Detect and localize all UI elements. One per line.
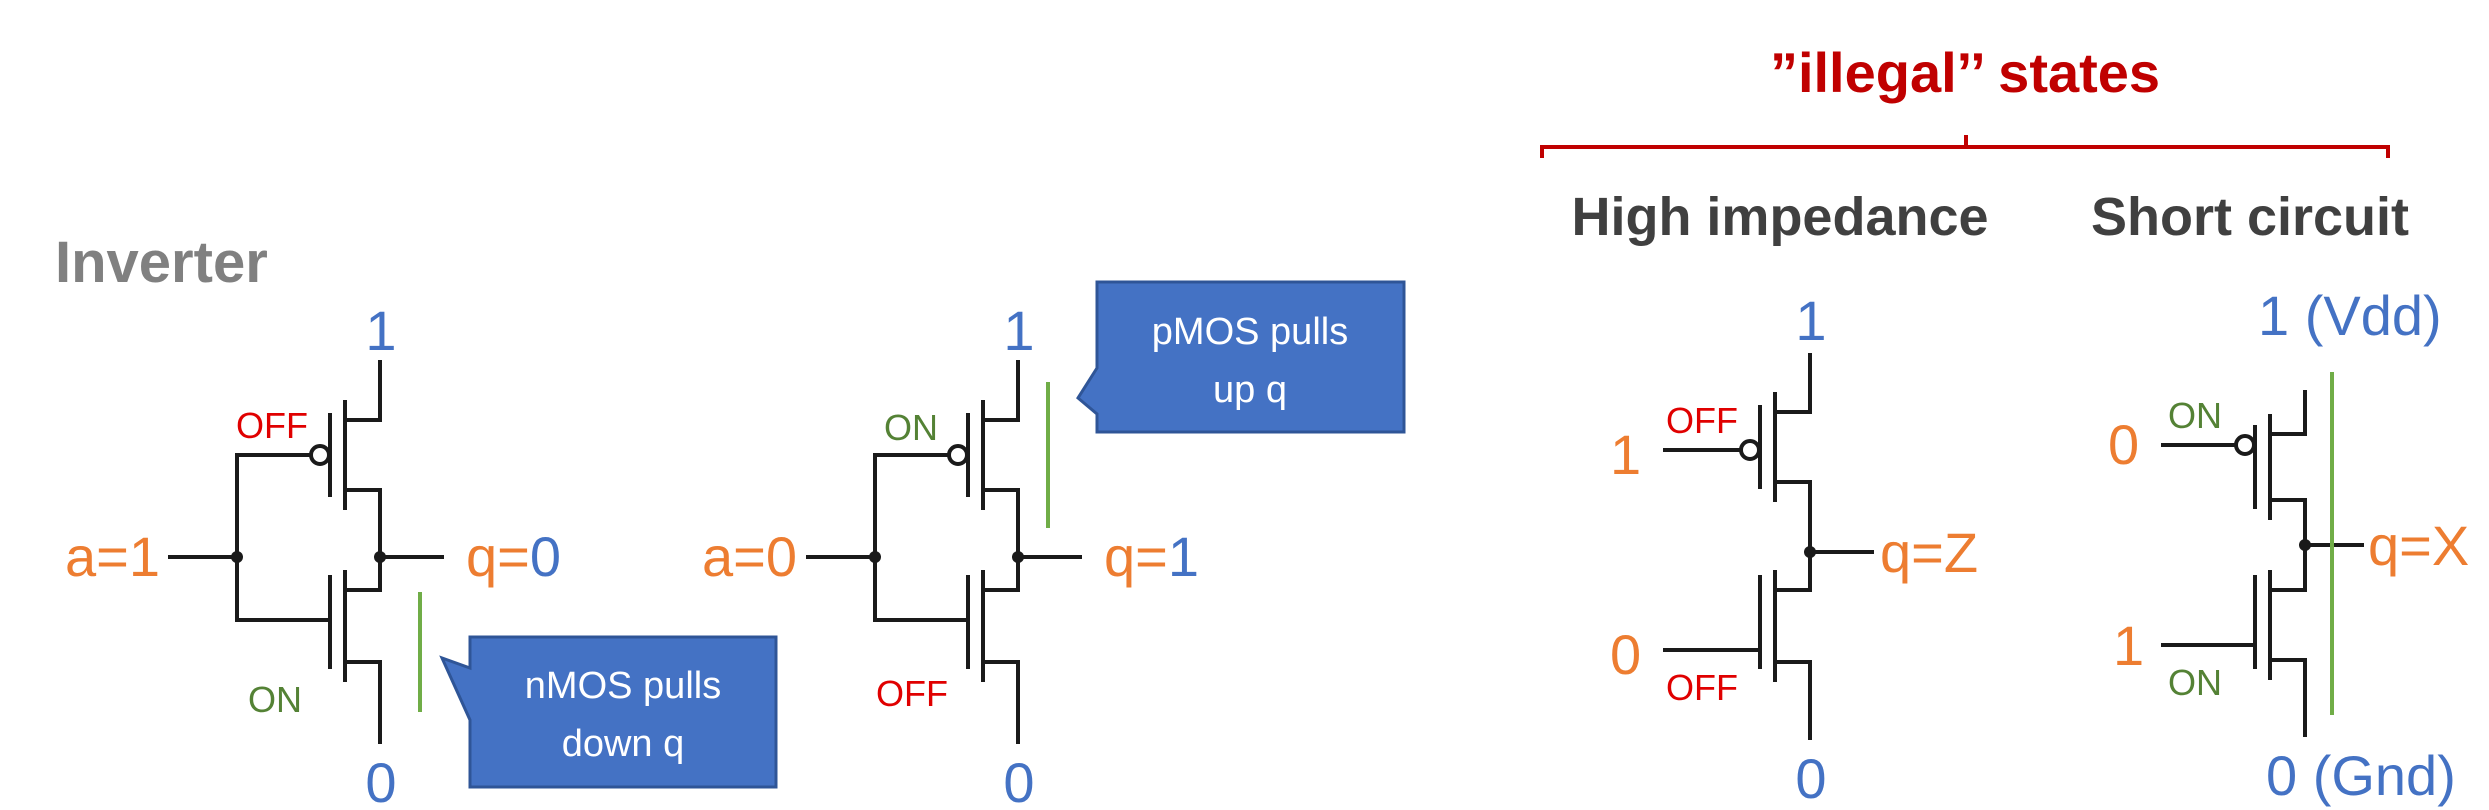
short-circuit-circuit: Short circuit 1 (Vdd) 0 (Gnd) 0 1 ON ON …: [2091, 187, 2469, 807]
circuit-wires: [806, 360, 1082, 744]
callout-box: [1076, 280, 1406, 434]
high-impedance-circuit: High impedance 1 0 1 0 OFF OFF q=Z: [1571, 187, 1988, 810]
vdd-label: 1: [1003, 299, 1034, 362]
nmos-callout: nMOS pulls down q: [439, 635, 778, 789]
pmos-callout: pMOS pulls up q: [1076, 280, 1406, 434]
input-junction: [869, 551, 881, 563]
callout-text-line2: down q: [562, 723, 685, 765]
circuit-wires: [2161, 390, 2364, 737]
input-label: a=0: [702, 525, 797, 588]
input-label: a=1: [65, 525, 160, 588]
input-junction: [231, 551, 243, 563]
callout-text-line1: pMOS pulls: [1152, 311, 1348, 353]
output-label: q=Z: [1880, 521, 1978, 584]
output-junction: [374, 551, 386, 563]
vdd-label: 1: [1795, 289, 1826, 352]
inverter-circuit-a1: 1 0 a=1 q=0 OFF ON nMOS pulls down q: [65, 299, 778, 810]
output-junction: [1012, 551, 1024, 563]
nmos-state-label: OFF: [876, 673, 948, 714]
illegal-states-label: ”illegal’’ states: [1770, 41, 2160, 104]
callout-text-line1: nMOS pulls: [525, 665, 721, 707]
gnd-label: 0: [365, 751, 396, 810]
short-circuit-heading: Short circuit: [2091, 187, 2409, 247]
vdd-label: 1: [365, 299, 396, 362]
callout-box: [439, 635, 778, 789]
inverter-circuit-a0: 1 0 a=0 q=1 ON OFF pMOS pulls up q: [702, 280, 1406, 810]
pmos-bubble: [947, 444, 969, 466]
pmos-gate-input: 1: [1610, 423, 1641, 486]
vdd-label: 1 (Vdd): [2258, 284, 2442, 347]
illegal-states-bracket: [1540, 135, 2390, 158]
callout-text-line2: up q: [1213, 369, 1287, 411]
gnd-label: 0: [1795, 747, 1826, 810]
output-junction: [2299, 539, 2311, 551]
illegal-states-group: ”illegal’’ states: [1540, 41, 2390, 158]
pmos-state-label: ON: [884, 407, 938, 448]
pmos-bubble: [1739, 439, 1761, 461]
nmos-state-label: OFF: [1666, 667, 1738, 708]
nmos-state-label: ON: [248, 679, 302, 720]
output-label: q=0: [466, 525, 561, 588]
nmos-gate-input: 0: [1610, 623, 1641, 686]
pmos-gate-input: 0: [2108, 413, 2139, 476]
pmos-bubble: [2234, 434, 2256, 456]
output-label: q=X: [2368, 514, 2469, 577]
nmos-gate-input: 1: [2113, 614, 2144, 677]
diagram-title: Inverter: [55, 230, 268, 295]
gnd-label: 0 (Gnd): [2266, 744, 2456, 807]
nmos-state-label: ON: [2168, 662, 2222, 703]
gnd-label: 0: [1003, 751, 1034, 810]
pmos-state-label: OFF: [236, 405, 308, 446]
output-label: q=1: [1104, 525, 1199, 588]
high-impedance-heading: High impedance: [1571, 187, 1988, 247]
pmos-state-label: OFF: [1666, 400, 1738, 441]
pmos-state-label: ON: [2168, 395, 2222, 436]
output-junction: [1804, 546, 1816, 558]
pmos-bubble: [309, 444, 331, 466]
